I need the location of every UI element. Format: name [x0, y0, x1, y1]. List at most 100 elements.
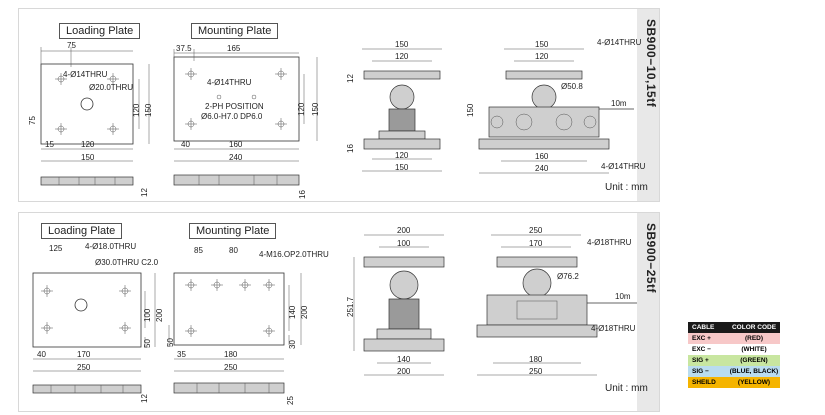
- hole-note: 4-Ø14THRU: [207, 78, 252, 87]
- dim-text: 75: [67, 41, 76, 50]
- mounting-plate-view: 85 80 4-M16.OP2.0THRU 50 140 200 30 35 1…: [166, 246, 329, 405]
- legend-cable: EXC +: [692, 335, 711, 342]
- dim-text: 12: [346, 74, 355, 83]
- legend-header: CABLE COLOR CODE: [688, 322, 780, 333]
- dim-text: 150: [81, 153, 95, 162]
- dim-text: 120: [395, 52, 409, 61]
- mounting-plate-view: 37.5 165 4-Ø14THRU 2-PH POSITION Ø6.0-H7…: [173, 44, 320, 199]
- dim-text: 75: [28, 116, 37, 125]
- cable-color-legend: CABLE COLOR CODE EXC + (RED) EXC − (WHIT…: [688, 322, 780, 388]
- dim-text: 35: [177, 350, 186, 359]
- dim-text: 100: [397, 239, 411, 248]
- model-title: SB900−10,15tf: [644, 19, 658, 108]
- hole-note: 4-Ø14THRU: [63, 70, 108, 79]
- unit-label: Unit : mm: [605, 182, 648, 193]
- legend-cable: SIG +: [692, 357, 709, 364]
- dim-text: 200: [397, 226, 411, 235]
- hole-note: 4-M16.OP2.0THRU: [259, 250, 329, 259]
- unit-label: Unit : mm: [605, 383, 648, 394]
- dim-text: 251.7: [346, 296, 355, 317]
- legend-color: (YELLOW): [737, 379, 771, 386]
- front-view: 150 120 4-Ø14THRU Ø50.8 10m 150 160 240 …: [466, 38, 646, 174]
- legend-header-color: COLOR CODE: [731, 324, 777, 331]
- title-gutter: SB900−25tf: [637, 213, 659, 411]
- legend-row: SIG + (GREEN): [688, 355, 780, 366]
- legend-row: EXC − (WHITE): [688, 344, 780, 355]
- dim-text: 12: [140, 188, 149, 197]
- dim-text: 50: [143, 339, 152, 348]
- legend-cable: EXC −: [692, 346, 711, 353]
- dim-text: 15: [45, 140, 54, 149]
- dim-text: 180: [224, 350, 238, 359]
- dim-text: 170: [529, 239, 543, 248]
- dim-text: 240: [535, 164, 549, 173]
- dim-text: 200: [397, 367, 411, 376]
- dim-text: 120: [132, 103, 141, 117]
- center-hole-note: Ø30.0THRU C2.0: [95, 258, 159, 267]
- dim-text: 40: [37, 350, 46, 359]
- legend-row: SIG − (BLUE, BLACK): [688, 366, 780, 377]
- dim-text: 170: [77, 350, 91, 359]
- legend-header-cable: CABLE: [692, 324, 715, 331]
- hole-note: 4-Ø18THRU: [587, 238, 632, 247]
- hole-note: 4-Ø18THRU: [591, 324, 636, 333]
- dim-text: 200: [155, 308, 164, 322]
- loading-plate-view: 75 4-Ø14THRU Ø20.0THRU 75 120 150 15 120…: [28, 41, 153, 197]
- legend-color: (RED): [744, 335, 764, 342]
- dim-text: 250: [77, 363, 91, 372]
- dim-text: 150: [311, 102, 320, 116]
- dim-text: 250: [529, 367, 543, 376]
- mounting-plate-label: Mounting Plate: [189, 223, 277, 239]
- dim-text: 50: [166, 338, 175, 347]
- dim-text: 16: [346, 144, 355, 153]
- hole-note: 4-Ø14THRU: [601, 162, 646, 171]
- ball-dim: Ø76.2: [557, 272, 579, 281]
- loading-plate-label: Loading Plate: [59, 23, 141, 39]
- dim-text: 150: [144, 103, 153, 117]
- dim-text: 120: [395, 151, 409, 160]
- position-note: 2-PH POSITION: [205, 102, 264, 111]
- cable-length: 10m: [611, 99, 627, 108]
- dim-text: 165: [227, 44, 241, 53]
- dim-text: 30: [288, 340, 297, 349]
- legend-cable: SHEILD: [692, 379, 716, 386]
- legend-color: (BLUE, BLACK): [729, 368, 779, 375]
- legend-row: EXC + (RED): [688, 333, 780, 344]
- dim-text: 150: [466, 103, 475, 117]
- dim-text: 80: [229, 246, 238, 255]
- center-hole-note: Ø20.0THRU: [89, 83, 133, 92]
- dim-text: 240: [229, 153, 243, 162]
- dim-text: 250: [224, 363, 238, 372]
- dim-text: 250: [529, 226, 543, 235]
- dim-text: 120: [297, 102, 306, 116]
- model-title: SB900−25tf: [644, 223, 658, 294]
- loading-plate-label: Loading Plate: [41, 223, 123, 239]
- dim-text: 85: [194, 246, 203, 255]
- hole-note: 4-Ø18.0THRU: [85, 242, 136, 251]
- dim-text: 125: [49, 244, 63, 253]
- dim-text: 37.5: [176, 44, 192, 53]
- dim-text: 120: [535, 52, 549, 61]
- legend-row: SHEILD (YELLOW): [688, 377, 780, 388]
- dim-text: 12: [140, 394, 149, 403]
- dim-text: 160: [229, 140, 243, 149]
- legend-cable: SIG −: [692, 368, 709, 375]
- dim-text: 140: [397, 355, 411, 364]
- ball-dim: Ø50.8: [561, 82, 583, 91]
- side-view: 150 120 12 16 120 150: [346, 40, 442, 172]
- front-view: 250 170 4-Ø18THRU Ø76.2 10m 4-Ø18THRU 18…: [476, 226, 637, 376]
- dim-text: 16: [298, 190, 307, 199]
- dim-text: 150: [395, 40, 409, 49]
- drawing-panel-sb900-25tf: SB900−25tf Loading Plate Mounting Plate …: [18, 212, 660, 412]
- drawing-svg: 125 4-Ø18.0THRU Ø30.0THRU C2.0 100 200 5…: [32, 226, 637, 405]
- hole-note: 4-Ø14THRU: [597, 38, 642, 47]
- legend-color: (GREEN): [740, 357, 768, 364]
- dim-text: 140: [288, 305, 297, 319]
- dim-text: 100: [143, 308, 152, 322]
- dim-text: 150: [535, 40, 549, 49]
- position-note: Ø6.0-H7.0 DP6.0: [201, 112, 263, 121]
- drawing-panel-sb900-10-15tf: SB900−10,15tf Loading Plate Mounting Pla…: [18, 8, 660, 202]
- dim-text: 160: [535, 152, 549, 161]
- dim-text: 40: [181, 140, 190, 149]
- loading-plate-view: 125 4-Ø18.0THRU Ø30.0THRU C2.0 100 200 5…: [32, 242, 164, 403]
